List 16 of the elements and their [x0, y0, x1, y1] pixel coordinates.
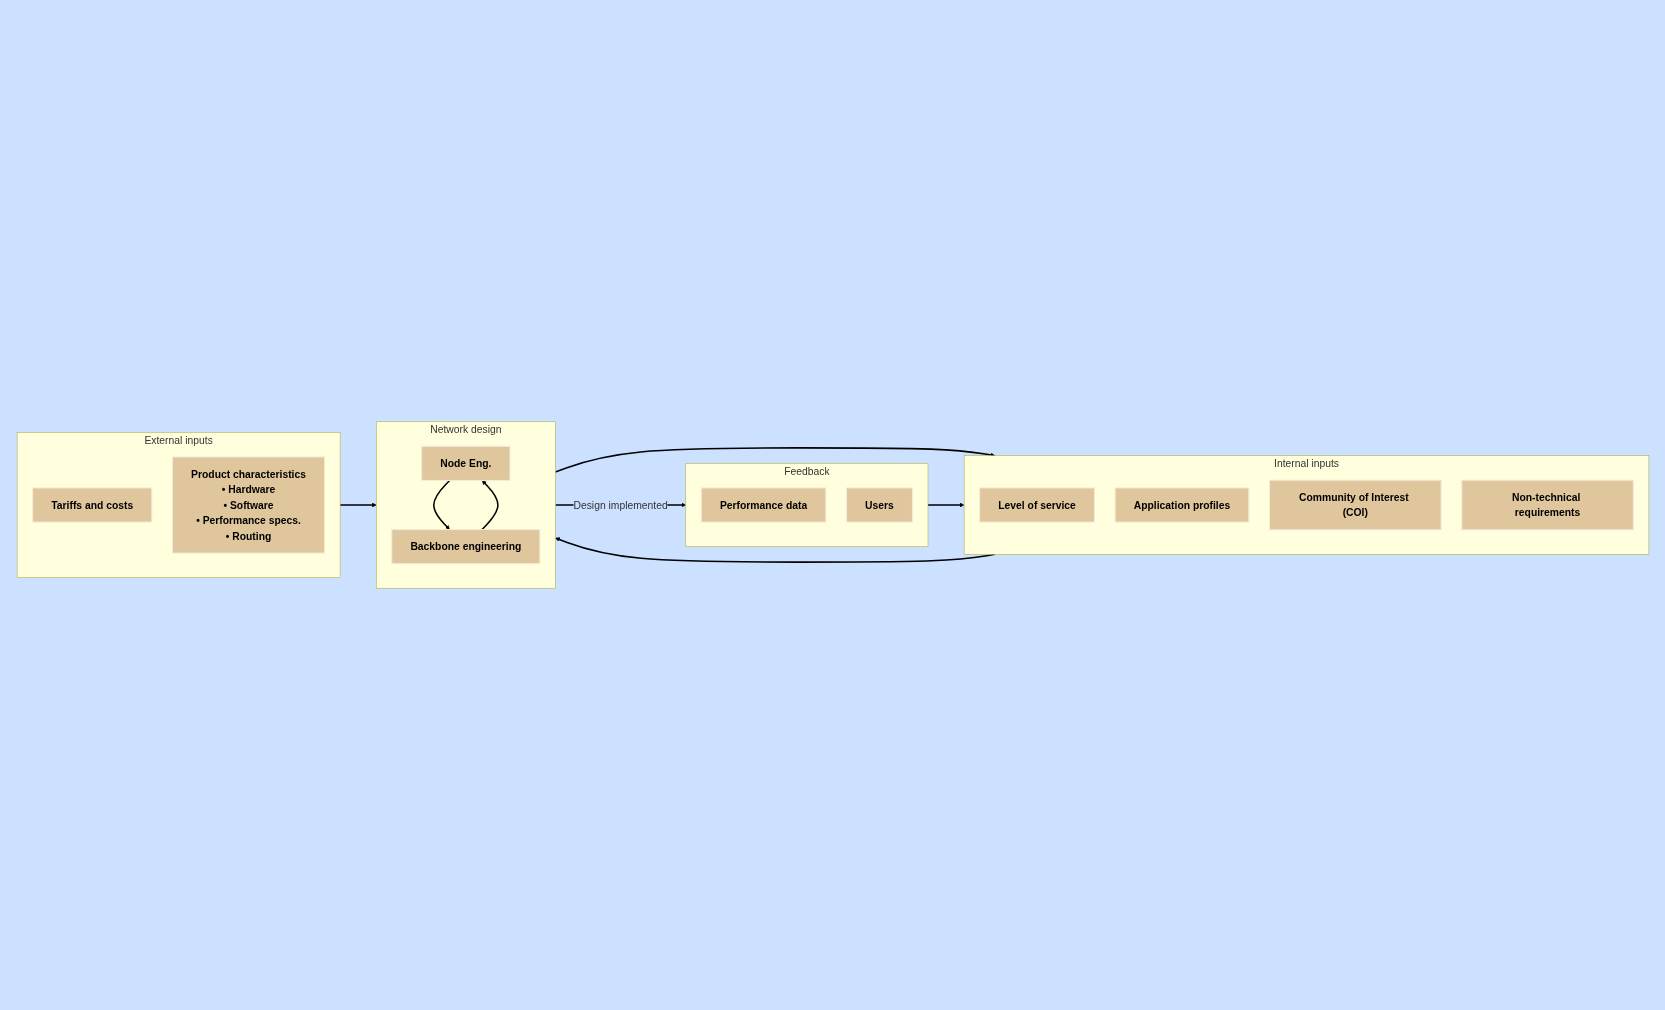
node-box: Backbone engineering — [390, 529, 540, 565]
node-box: Users — [845, 487, 913, 523]
node-box: Performance data — [700, 487, 826, 523]
node-box: Level of service — [978, 487, 1095, 523]
node-box: Application profiles — [1114, 487, 1249, 523]
node-box: Non-technical requirements — [1460, 479, 1634, 531]
arrow — [432, 479, 450, 530]
arrow — [480, 480, 499, 531]
node-box: Tariffs and costs — [31, 487, 152, 523]
arrow — [926, 502, 964, 508]
node-box: Community of Interest (COI) — [1268, 479, 1442, 531]
edge-label: Design implemented — [572, 499, 668, 511]
arrow — [338, 502, 376, 508]
node-box: Product characteristics • Hardware • Software • Performance specs. • Routing — [171, 456, 325, 554]
arrow — [554, 447, 995, 473]
node-box: Node Eng. — [420, 445, 510, 481]
